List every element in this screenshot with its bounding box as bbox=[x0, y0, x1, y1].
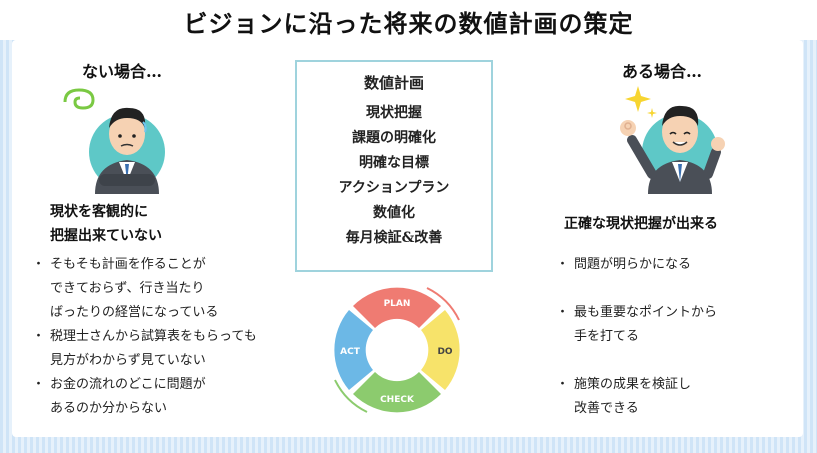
left-bullet-list: そもそも計画を作ることが できておらず、行き当たり ばったりの経営になっている … bbox=[32, 253, 302, 421]
cycle-arrow-icon bbox=[426, 287, 460, 321]
plan-step-item: 毎月検証&改善 bbox=[345, 230, 443, 246]
list-item: 問題が明らかになる bbox=[556, 253, 786, 277]
worried-businessman-illustration bbox=[63, 88, 165, 194]
plan-step-item: 現状把握 bbox=[366, 105, 422, 121]
bullet-text: 見方がわからず見ていない bbox=[50, 353, 206, 368]
pdca-segment-plan bbox=[353, 287, 441, 328]
list-item: お金の流れのどこに問題が あるのか分からない bbox=[32, 373, 302, 421]
pdca-label-do: DO bbox=[437, 347, 452, 357]
bullet-text: 手を打てる bbox=[574, 329, 640, 344]
left-subheading-line-2: 把握出来ていない bbox=[50, 228, 162, 244]
pdca-segment-act bbox=[334, 310, 373, 390]
right-bullet-list: 問題が明らかになる 最も重要なポイントから 手を打てる 施策の成果を検証し 改善… bbox=[556, 253, 786, 421]
bullet-text: 問題が明らかになる bbox=[574, 257, 692, 272]
list-item: 施策の成果を検証し 改善できる bbox=[556, 373, 786, 421]
bullet-text: 施策の成果を検証し bbox=[574, 377, 692, 392]
pdca-label-check: CHECK bbox=[380, 395, 415, 405]
page-title: ビジョンに沿った将来の数値計画の策定 bbox=[183, 9, 634, 38]
right-subheading: 正確な現状把握が出来る bbox=[564, 216, 718, 232]
confident-businessman-illustration bbox=[620, 86, 725, 194]
cycle-arrow-icon bbox=[334, 379, 368, 413]
list-item: そもそも計画を作ることが できておらず、行き当たり ばったりの経営になっている bbox=[32, 253, 302, 325]
bullet-text: ばったりの経営になっている bbox=[50, 305, 219, 320]
bullet-text: そもそも計画を作ることが bbox=[50, 257, 206, 272]
bullet-text: できておらず、行き当たり bbox=[50, 281, 205, 296]
bullet-text: お金の流れのどこに問題が bbox=[50, 377, 206, 392]
pdca-cycle-diagram: PLAN DO CHECK ACT bbox=[334, 287, 460, 413]
pdca-label-plan: PLAN bbox=[384, 299, 411, 309]
right-heading: ある場合… bbox=[622, 62, 703, 81]
bullet-text: 税理士さんから試算表をもらっても bbox=[50, 329, 257, 344]
left-heading: ない場合… bbox=[82, 62, 163, 81]
left-subheading-line-1: 現状を客観的に bbox=[50, 204, 148, 220]
sparkle-icon bbox=[625, 86, 651, 112]
list-item: 最も重要なポイントから 手を打てる bbox=[556, 301, 786, 349]
pdca-segment-check bbox=[353, 372, 441, 413]
plan-step-item: アクションプラン bbox=[338, 180, 450, 196]
title-bar: ビジョンに沿った将来の数値計画の策定 bbox=[0, 0, 817, 40]
plan-step-item: 明確な目標 bbox=[359, 155, 429, 171]
list-item: 税理士さんから試算表をもらっても 見方がわからず見ていない bbox=[32, 325, 302, 373]
bullet-text: 改善できる bbox=[574, 401, 639, 416]
bullet-text: あるのか分からない bbox=[50, 401, 168, 416]
pdca-label-act: ACT bbox=[340, 347, 361, 357]
box-title: 数値計画 bbox=[363, 74, 424, 92]
plan-step-item: 課題の明確化 bbox=[352, 130, 436, 146]
confusion-swirl-icon bbox=[63, 88, 95, 110]
pdca-segment-do bbox=[421, 310, 460, 390]
bullet-text: 最も重要なポイントから bbox=[574, 305, 718, 320]
left-subheading: 現状を客観的に 把握出来ていない bbox=[50, 200, 162, 248]
plan-step-item: 数値化 bbox=[373, 205, 415, 221]
numeric-plan-box: 数値計画 現状把握 課題の明確化 明確な目標 アクションプラン 数値化 毎月検証… bbox=[295, 60, 493, 272]
